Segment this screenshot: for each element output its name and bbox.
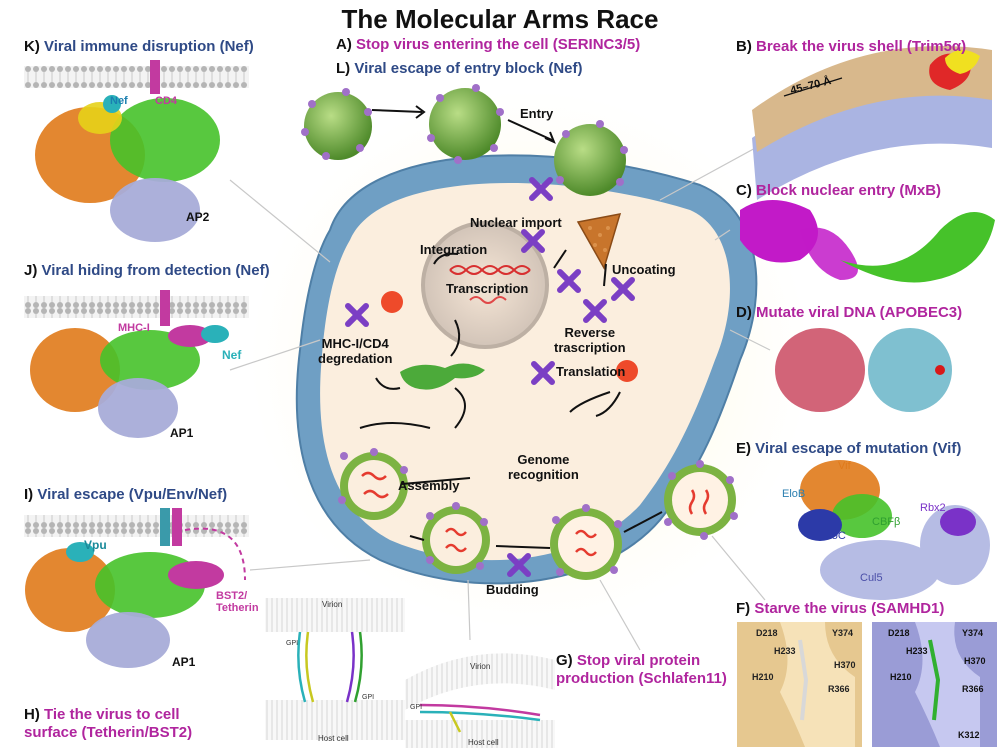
tether-virion-label-1: Virion — [322, 600, 343, 609]
tether-host-label-2: Host cell — [468, 738, 499, 747]
i-vpu-label: Vpu — [84, 538, 107, 552]
caption-h: H) Tie the virus to cell surface (Tether… — [24, 706, 193, 741]
d-apobec-right — [868, 328, 952, 412]
label-uncoating: Uncoating — [612, 262, 676, 277]
label-nuclear-import: Nuclear import — [470, 215, 562, 230]
caption-d: D) Mutate viral DNA (APOBEC3) — [736, 304, 963, 321]
k-cd4-label: CD4 — [155, 95, 178, 107]
golgi — [400, 363, 485, 390]
caption-f: F) Starve the virus (SAMHD1) — [736, 600, 945, 617]
f-left-res-6: R366 — [828, 684, 850, 694]
caption-e: E) Viral escape of mutation (Vif) — [736, 440, 962, 457]
f-right-res-7: K312 — [958, 730, 980, 740]
f-right-res-2: H233 — [906, 646, 928, 656]
virion-budding-1 — [422, 506, 490, 574]
tether-gpi-label-2: GPI — [362, 694, 375, 701]
tether-host-1 — [265, 700, 405, 740]
i-membrane — [24, 515, 249, 537]
f-right-res-5: H210 — [890, 672, 912, 682]
page-title: The Molecular Arms Race — [341, 4, 659, 34]
tether-gpi-label-3: GPI — [410, 704, 423, 711]
label-degradation: MHC-I/CD4 degredation — [318, 336, 393, 366]
e-vif-label: Vif — [838, 460, 851, 472]
caption-k: K) Viral immune disruption (Nef) — [24, 38, 254, 55]
label-translation: Translation — [556, 364, 626, 379]
j-ap1-label: AP1 — [170, 426, 194, 440]
e-cbfb-label: CBFβ — [872, 516, 901, 528]
ribosome-2 — [616, 360, 638, 382]
tether-gpi-label-1: GPI — [286, 640, 299, 647]
tether-virion-1 — [265, 598, 405, 632]
d-apobec-left — [775, 328, 865, 412]
k-membrane — [24, 66, 249, 88]
virion-spikes — [301, 84, 738, 576]
label-reverse-transcription: Reverse trascription — [554, 325, 626, 355]
cycle-arrows — [359, 105, 663, 549]
virion-budding-2 — [550, 508, 622, 580]
label-genome-recognition: Genome recognition — [508, 452, 579, 482]
e-eloc-label: EloC — [822, 530, 846, 542]
f-right-res-3: Y374 — [962, 628, 984, 638]
caption-i: I) Viral escape (Vpu/Env/Nef) — [24, 486, 228, 503]
f-left-res-3: Y374 — [832, 628, 854, 638]
caption-l: L) Viral escape of entry block (Nef) — [336, 60, 583, 77]
tether-virion-2 — [405, 653, 555, 710]
virion-top-2 — [429, 88, 501, 160]
k-ap2-label: AP2 — [186, 210, 210, 224]
label-entry: Entry — [520, 106, 554, 121]
virion-assembly — [340, 452, 408, 520]
caption-j: J) Viral hiding from detection (Nef) — [24, 262, 270, 279]
f-right-res-4: H370 — [964, 656, 986, 666]
k-nef-label: Nef — [110, 95, 128, 107]
f-left-res-5: H210 — [752, 672, 774, 682]
caption-a: A) Stop virus entering the cell (SERINC3… — [336, 36, 641, 53]
label-integration: Integration — [420, 242, 488, 257]
j-mhc-label: MHC-I — [118, 322, 150, 334]
f-right-res-1: D218 — [888, 628, 910, 638]
f-right-res-6: R366 — [962, 684, 984, 694]
connector-lines — [229, 139, 771, 651]
e-cul5-label: Cul5 — [860, 572, 883, 584]
tether-host-label-1: Host cell — [318, 734, 349, 743]
label-assembly: Assembly — [398, 478, 460, 493]
caption-g: G) Stop viral protein production (Schlaf… — [556, 652, 727, 687]
tether-virion-label-2: Virion — [470, 662, 491, 671]
label-budding: Budding — [486, 582, 539, 597]
f-left-res-1: D218 — [756, 628, 778, 638]
i-ap1-label: AP1 — [172, 655, 196, 669]
caption-b: B) Break the virus shell (Trim5α) — [736, 38, 967, 55]
label-transcription: Transcription — [446, 281, 529, 296]
f-left-res-4: H370 — [834, 660, 856, 670]
i-bst2-label: BST2/ Tetherin — [216, 590, 259, 614]
virion-entering — [554, 124, 626, 196]
c-mxb — [740, 200, 818, 263]
f-left-res-2: H233 — [774, 646, 796, 656]
j-membrane — [24, 296, 249, 318]
virion-mature — [664, 464, 736, 536]
ribosome-1 — [381, 291, 403, 313]
j-nef-label: Nef — [222, 348, 242, 362]
block-marks — [345, 177, 635, 577]
e-rbx2-label: Rbx2 — [920, 502, 946, 514]
tether-host-2 — [405, 720, 555, 748]
e-elob-label: EloB — [782, 488, 806, 500]
virion-top-1 — [304, 92, 372, 160]
caption-c: C) Block nuclear entry (MxB) — [736, 182, 942, 199]
